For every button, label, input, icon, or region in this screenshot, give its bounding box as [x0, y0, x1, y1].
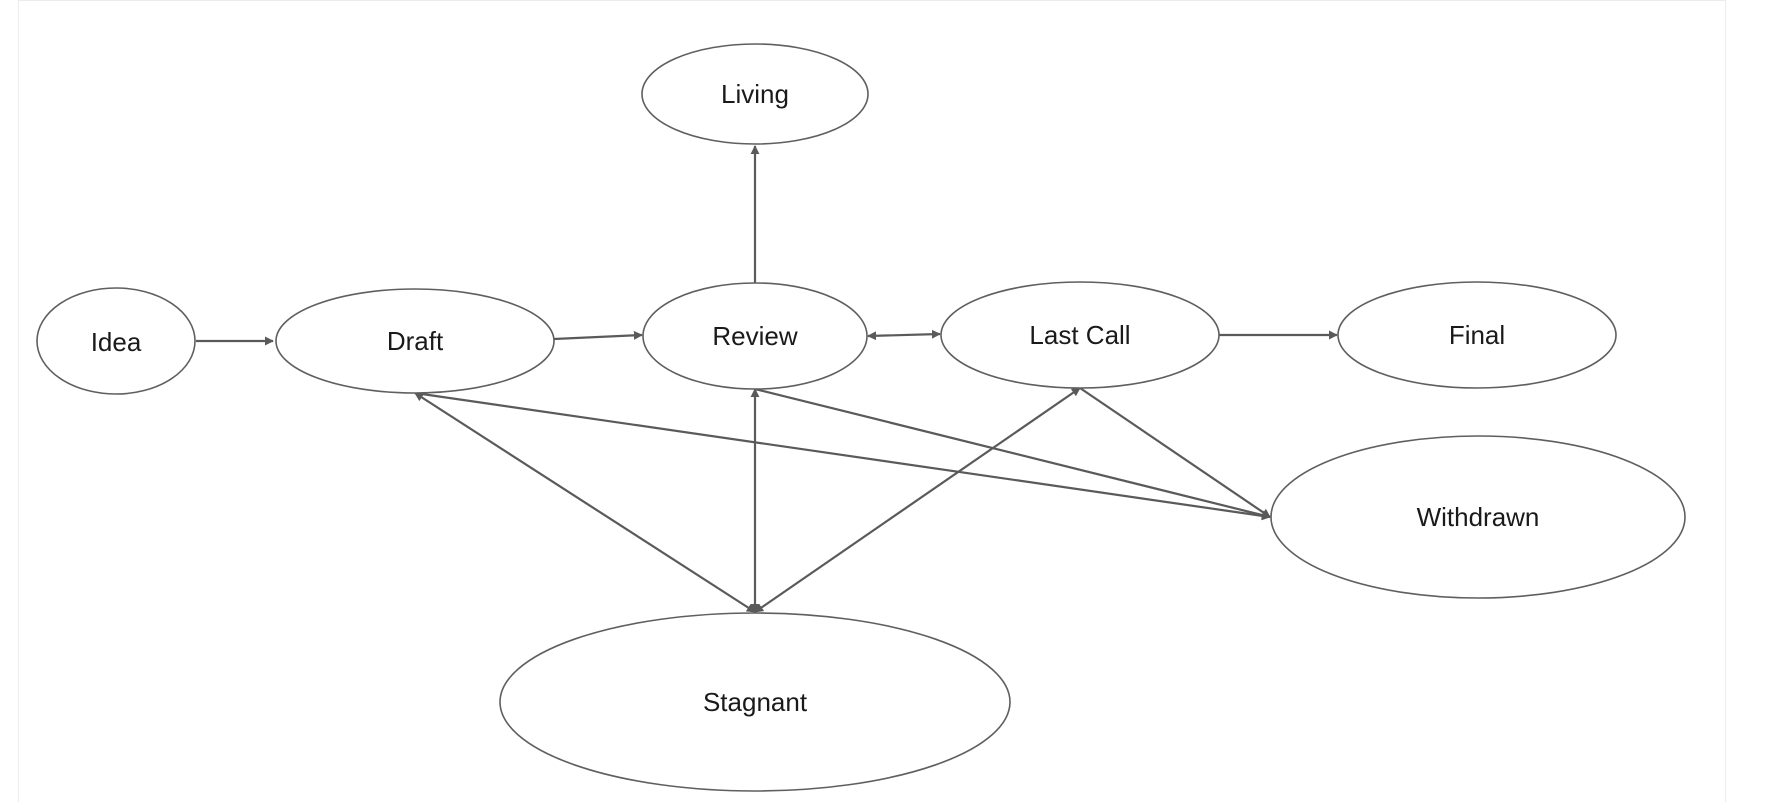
node-withdrawn[interactable]: Withdrawn	[1270, 435, 1686, 599]
node-last-call-label: Last Call	[1029, 320, 1130, 350]
node-withdrawn-shape	[1270, 435, 1686, 599]
node-final-shape	[1337, 281, 1617, 389]
node-review-label: Review	[712, 321, 797, 351]
page-frame	[18, 0, 1726, 802]
edge-review-to-last-call	[867, 329, 941, 341]
node-draft[interactable]: Draft	[275, 288, 555, 394]
node-review-shape	[642, 282, 868, 390]
node-final[interactable]: Final	[1337, 281, 1617, 389]
node-living-label: Living	[721, 79, 789, 109]
node-living[interactable]: Living	[641, 43, 869, 145]
edge-draft-to-review	[553, 330, 643, 341]
node-draft-label: Draft	[387, 326, 444, 356]
node-stagnant-shape	[499, 612, 1011, 792]
node-idea[interactable]: Idea	[36, 287, 196, 395]
node-stagnant-label: Stagnant	[703, 687, 808, 717]
node-idea-shape	[36, 287, 196, 395]
edge-last-call-to-stagnant	[754, 387, 1081, 613]
node-draft-shape	[275, 288, 555, 394]
node-last-call-shape	[940, 281, 1220, 389]
node-review[interactable]: Review	[642, 282, 868, 390]
node-last-call[interactable]: Last Call	[940, 281, 1220, 389]
node-idea-label: Idea	[91, 327, 142, 357]
edge-last-call-to-withdrawn	[1079, 387, 1271, 518]
node-stagnant[interactable]: Stagnant	[499, 612, 1011, 792]
node-withdrawn-label: Withdrawn	[1417, 502, 1540, 532]
edge-draft-to-stagnant	[414, 392, 756, 613]
node-living-shape	[641, 43, 869, 145]
node-final-label: Final	[1449, 320, 1505, 350]
edges-layer	[196, 145, 1338, 613]
nodes-layer: Idea Draft Review Living Last Call Final…	[36, 43, 1686, 792]
